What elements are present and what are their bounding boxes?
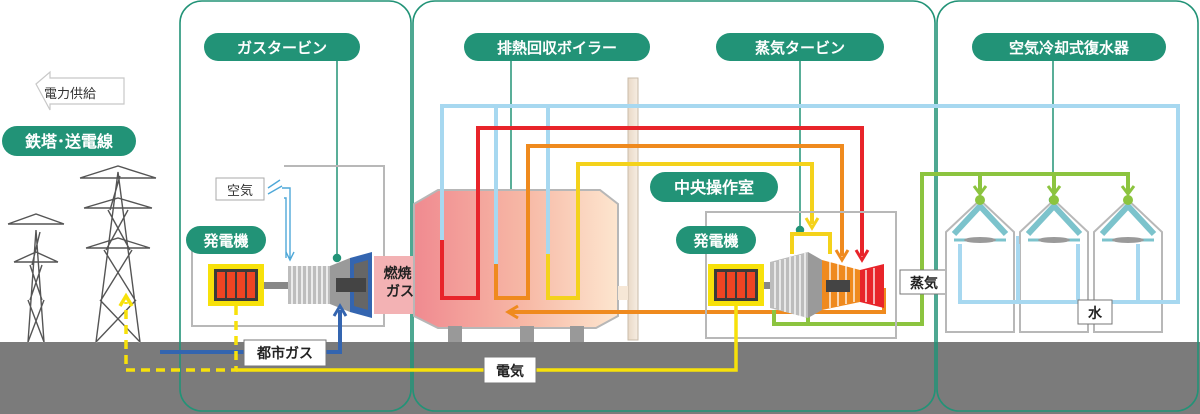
generator-2-icon <box>708 264 764 306</box>
return-line <box>772 172 1136 326</box>
stack-icon <box>627 77 639 341</box>
condenser-units <box>945 195 1163 333</box>
frame-gas-turbine <box>179 0 412 412</box>
water-label: 水 <box>1088 305 1103 322</box>
control-room-label: 中央操作室 <box>674 178 754 197</box>
steam-turbine-pill <box>716 33 884 61</box>
gas-turbine-pill <box>204 33 360 61</box>
water-label-box <box>1077 299 1113 325</box>
hot-steam-line <box>440 126 870 300</box>
electricity-line <box>118 292 738 372</box>
hrsg-icon <box>413 189 619 342</box>
gas-turbine-icon <box>288 252 372 318</box>
condenser-unit <box>945 195 1015 333</box>
steam-label: 蒸気 <box>910 275 938 292</box>
power-supply-arrow-icon <box>35 70 125 111</box>
city-gas-label: 都市ガス <box>256 345 313 362</box>
low-steam-line <box>546 162 832 300</box>
control-room-enclosure <box>705 211 897 339</box>
city-gas-line <box>160 303 348 354</box>
hrsg-title: 排熱回収ボイラー <box>497 39 617 57</box>
steam-label-box <box>899 269 949 295</box>
generator-2-label: 発電機 <box>692 232 738 250</box>
generator-1-pill <box>186 226 266 254</box>
gt-shaft <box>264 282 288 289</box>
stack-connector <box>618 286 628 300</box>
air-label-box <box>215 177 265 201</box>
condenser-pill <box>972 33 1166 61</box>
condenser-unit <box>1093 195 1163 333</box>
exhaust-gas-line-1: 燃焼 <box>384 265 412 282</box>
hrsg-pill <box>464 33 650 61</box>
steam-turbine-title: 蒸気タービン <box>755 39 845 57</box>
generator-1-label: 発電機 <box>202 232 248 250</box>
condenser-title: 空気冷却式復水器 <box>1009 39 1130 57</box>
generator-2-pill <box>676 226 756 254</box>
air-label: 空気 <box>227 183 253 199</box>
gas-turbine-title: ガスタービン <box>237 39 327 57</box>
electricity-label: 電気 <box>496 363 524 380</box>
exhaust-gas-label: 燃焼 ガス <box>384 265 417 300</box>
transmission-pill <box>2 126 136 156</box>
air-intake-arrow-icon <box>267 179 295 262</box>
steam-turbine-icon <box>770 252 884 318</box>
frame-condenser <box>936 0 1199 412</box>
power-supply-label: 電力供給 <box>44 87 96 102</box>
city-gas-box <box>243 339 327 367</box>
transmission-label: 鉄塔･送電線 <box>25 132 113 151</box>
electricity-box <box>483 356 537 384</box>
pylon-outline-icon <box>7 165 157 343</box>
generator-1-icon <box>208 264 264 306</box>
condenser-unit <box>1019 195 1089 333</box>
control-room-pill <box>650 172 778 202</box>
gas-turbine-enclosure <box>191 165 385 327</box>
exhaust-gas-line-2: ガス <box>386 284 414 300</box>
